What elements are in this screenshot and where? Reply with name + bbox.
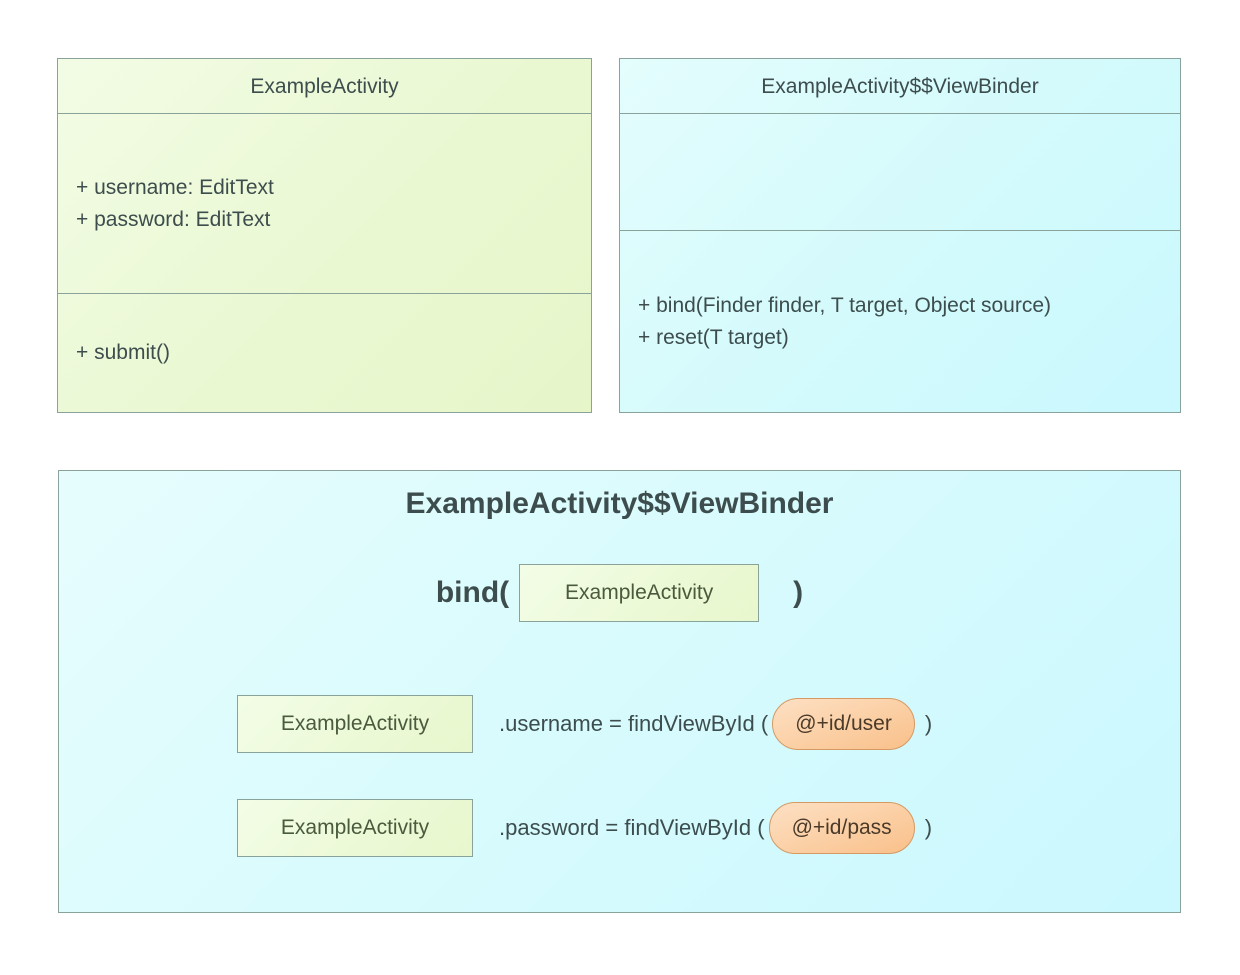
bind-target-chip: ExampleActivity xyxy=(519,564,760,622)
uml-attributes-compartment-viewbinder xyxy=(620,114,1180,231)
uml-attribute-password: + password: EditText xyxy=(76,207,271,231)
uml-operations-compartment-viewbinder: + bind(Finder finder, T target, Object s… xyxy=(620,231,1180,412)
bind-signature-row: bind( ExampleActivity ) xyxy=(59,564,1180,622)
uml-class-title-example-activity: ExampleActivity xyxy=(58,59,591,114)
uml-operations-compartment-example-activity: + submit() xyxy=(58,294,591,412)
assignment-close-paren-username: ) xyxy=(924,711,933,736)
resource-id-pill-user: @+id/user xyxy=(772,698,915,750)
assignment-close-paren-password: ) xyxy=(924,815,933,840)
uml-class-viewbinder: ExampleActivity$$ViewBinder + bind(Finde… xyxy=(619,58,1181,413)
assignment-target-chip-username: ExampleActivity xyxy=(237,695,473,753)
viewbinder-detail-title: ExampleActivity$$ViewBinder xyxy=(405,487,834,520)
viewbinder-detail-panel: ExampleActivity$$ViewBinder bind( Exampl… xyxy=(58,470,1181,913)
resource-id-pill-pass: @+id/pass xyxy=(768,802,915,854)
bind-keyword-open: bind( xyxy=(435,576,510,609)
assignment-row-username: ExampleActivity .username = findViewById… xyxy=(237,695,932,753)
bind-keyword-close: ) xyxy=(793,576,804,609)
uml-class-title-viewbinder: ExampleActivity$$ViewBinder xyxy=(620,59,1180,114)
uml-class-example-activity: ExampleActivity + username: EditText + p… xyxy=(57,58,592,413)
assignment-target-chip-password: ExampleActivity xyxy=(237,799,473,857)
uml-attribute-username: + username: EditText xyxy=(76,176,274,199)
uml-operation-bind: + bind(Finder finder, T target, Object s… xyxy=(638,294,1052,317)
assignment-expression-password: .password = findViewById ( xyxy=(499,815,765,840)
uml-operation-reset: + reset(T target) xyxy=(638,325,789,349)
uml-operation-submit: + submit() xyxy=(76,341,170,365)
uml-attributes-compartment-example-activity: + username: EditText + password: EditTex… xyxy=(58,114,591,294)
assignment-expression-username: .username = findViewById ( xyxy=(499,711,769,736)
assignment-row-password: ExampleActivity .password = findViewById… xyxy=(237,799,932,857)
